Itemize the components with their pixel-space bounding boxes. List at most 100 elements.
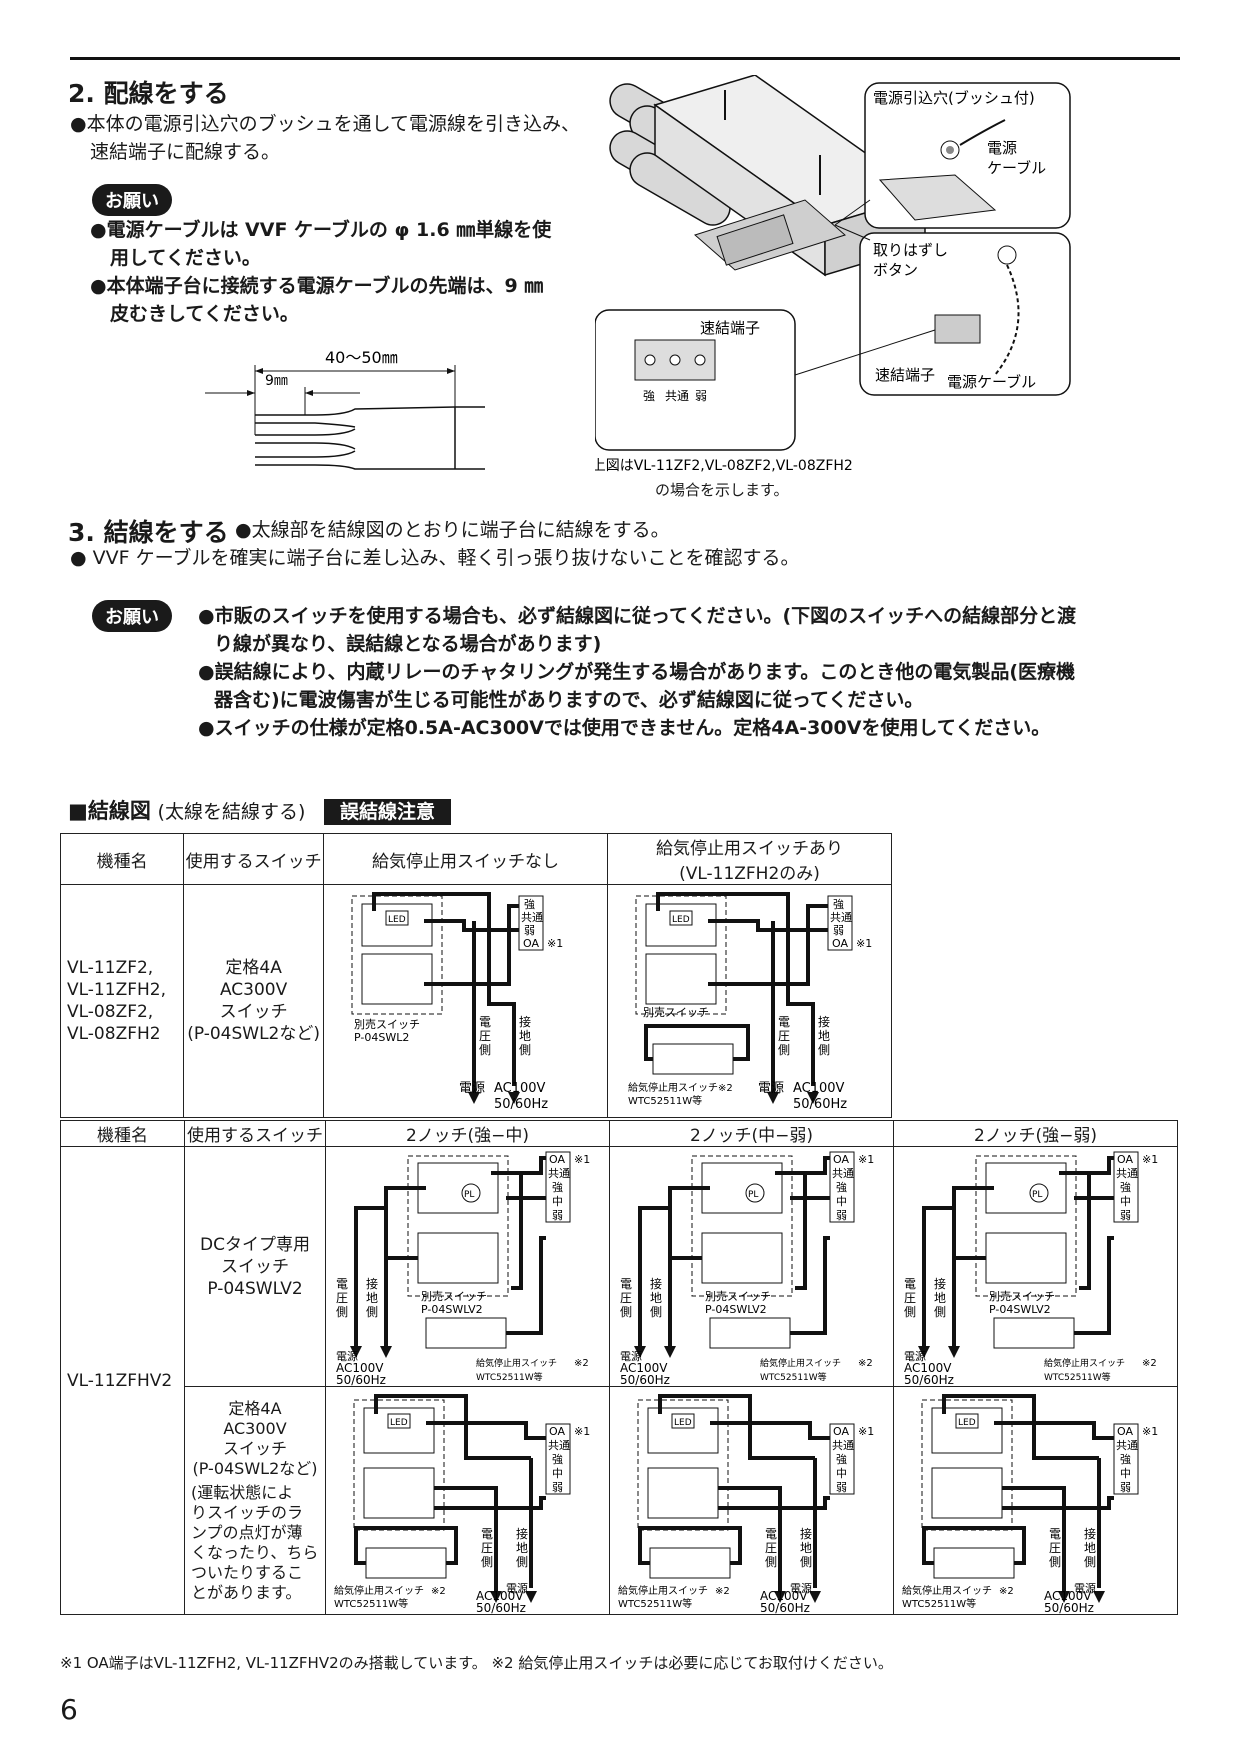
svg-text:共通: 共通 — [548, 1439, 570, 1452]
wiring-warning: 誤結線注意 — [324, 799, 452, 825]
figure-caption-line2: の場合を示します。 — [655, 481, 789, 499]
section3-bullet: ● VVF ケーブルを確実に端子台に差し込み、軽く引っ張り抜けないことを確認する… — [70, 547, 800, 569]
svg-text:圧: 圧 — [481, 1541, 493, 1555]
svg-text:接: 接 — [366, 1276, 378, 1291]
callout-cable: 電源ケーブル — [947, 373, 1036, 391]
page-number: 6 — [60, 1693, 78, 1726]
svg-text:電: 電 — [1049, 1527, 1061, 1541]
svg-text:AC100V: AC100V — [793, 1081, 845, 1096]
t2-col-a: 2ノッチ(強−中) — [325, 1120, 610, 1147]
svg-text:側: 側 — [765, 1555, 777, 1569]
footnote: ※1 OA端子はVL-11ZFH2, VL-11ZFHV2のみ搭載しています。 … — [60, 1654, 893, 1672]
svg-text:側: 側 — [650, 1305, 662, 1319]
svg-text:中: 中 — [836, 1467, 847, 1480]
svg-text:側: 側 — [516, 1555, 528, 1569]
svg-text:P-04SWLV2: P-04SWLV2 — [705, 1303, 767, 1316]
svg-text:共通: 共通 — [832, 1439, 854, 1452]
note1-line2: 用してください。 — [110, 247, 261, 269]
svg-text:電: 電 — [778, 1015, 790, 1029]
n1-line1: ●市販のスイッチを使用する場合も、必ず結線図に従ってください。(下図のスイッチへ… — [198, 605, 1077, 627]
svg-text:共通: 共通 — [832, 1167, 854, 1180]
section3-title-note: ●太線部を結線図のとおりに端子台に結線をする。 — [235, 519, 670, 541]
svg-text:強: 強 — [1120, 1453, 1131, 1466]
svg-text:側: 側 — [519, 1043, 531, 1057]
svg-text:WTC52511W等: WTC52511W等 — [628, 1094, 702, 1107]
svg-text:共通: 共通 — [548, 1167, 570, 1180]
wiring-heading-sub: (太線を結線する) — [157, 801, 306, 823]
callout-terminal: 速結端子 — [875, 366, 935, 384]
svg-text:OA: OA — [1117, 1153, 1133, 1166]
top-rule — [70, 57, 1180, 60]
svg-text:給気停止用スイッチ: 給気停止用スイッチ — [902, 1584, 992, 1597]
svg-text:強: 強 — [643, 389, 655, 403]
svg-text:接: 接 — [519, 1014, 531, 1029]
svg-text:地: 地 — [516, 1541, 528, 1555]
svg-text:強: 強 — [1120, 1181, 1131, 1194]
svg-text:電源: 電源 — [987, 139, 1017, 157]
svg-text:弱: 弱 — [695, 389, 707, 403]
svg-text:側: 側 — [366, 1305, 378, 1319]
callout-bushing-title: 電源引込穴(ブッシュ付) — [873, 89, 1035, 107]
svg-text:給気停止用スイッチ: 給気停止用スイッチ — [760, 1357, 841, 1369]
svg-text:50/60Hz: 50/60Hz — [904, 1373, 954, 1386]
svg-text:圧: 圧 — [778, 1029, 790, 1043]
svg-text:側: 側 — [1049, 1555, 1061, 1569]
svg-text:側: 側 — [620, 1305, 632, 1319]
svg-text:PL: PL — [1032, 1190, 1042, 1200]
n2-line2: 器含む)に電波傷害が生じる可能性がありますので、必ず結線図に従ってください。 — [214, 689, 924, 711]
svg-text:側: 側 — [1084, 1555, 1096, 1569]
svg-text:接: 接 — [934, 1276, 946, 1291]
t2-diagram-1c: PL OA 共通 強 中 弱 ※1 別売スイッチ P-04SWLV2 電圧側 接… — [893, 1146, 1178, 1387]
svg-text:側: 側 — [818, 1043, 830, 1057]
svg-text:OA: OA — [549, 1425, 565, 1438]
svg-text:ケーブル: ケーブル — [987, 159, 1046, 177]
svg-text:LED: LED — [390, 1418, 408, 1428]
svg-text:圧: 圧 — [479, 1029, 491, 1043]
svg-text:中: 中 — [1120, 1467, 1131, 1480]
wiring-diagram-dc-2: PL OA 共通 強 中 弱 ※1 別売スイッチ P-04SWLV2 電圧側 接… — [620, 1151, 874, 1386]
svg-text:50/60Hz: 50/60Hz — [336, 1373, 386, 1386]
svg-text:地: 地 — [1084, 1541, 1096, 1555]
svg-text:中: 中 — [552, 1467, 563, 1480]
wiring-heading: ■結線図 — [68, 799, 151, 823]
t1-col-switch: 使用するスイッチ — [183, 833, 324, 885]
wiring-diagram-dc-3: PL OA 共通 強 中 弱 ※1 別売スイッチ P-04SWLV2 電圧側 接… — [904, 1151, 1158, 1386]
svg-text:WTC52511W等: WTC52511W等 — [618, 1597, 692, 1610]
t2-col-c: 2ノッチ(強−弱) — [893, 1120, 1178, 1147]
svg-text:接: 接 — [818, 1014, 830, 1029]
svg-text:電源: 電源 — [758, 1081, 784, 1096]
svg-text:地: 地 — [800, 1541, 812, 1555]
svg-text:中: 中 — [1120, 1195, 1131, 1208]
svg-text:強: 強 — [836, 1453, 847, 1466]
svg-text:電源: 電源 — [459, 1081, 485, 1096]
svg-text:※1: ※1 — [1142, 1153, 1158, 1166]
svg-text:側: 側 — [481, 1555, 493, 1569]
svg-text:中: 中 — [552, 1195, 563, 1208]
svg-text:電源: 電源 — [506, 1581, 528, 1595]
svg-text:接: 接 — [1084, 1526, 1096, 1541]
svg-text:地: 地 — [818, 1029, 830, 1043]
svg-text:電源: 電源 — [336, 1349, 358, 1363]
t2-col-b: 2ノッチ(中−弱) — [609, 1120, 894, 1147]
svg-text:圧: 圧 — [620, 1291, 632, 1305]
svg-text:※1: ※1 — [574, 1153, 590, 1166]
t1-diagram-a: LED 強 共通 弱 OA ※1 別売スイッチ P — [322, 884, 608, 1118]
t2-diagram-1b: PL OA 共通 強 中 弱 ※1 別売スイッチ P-04SWLV2 電圧側 接… — [609, 1146, 894, 1387]
svg-text:WTC52511W等: WTC52511W等 — [476, 1371, 543, 1383]
svg-text:50/60Hz: 50/60Hz — [1044, 1601, 1094, 1614]
svg-text:電源: 電源 — [620, 1349, 642, 1363]
svg-text:※2: ※2 — [574, 1358, 589, 1369]
svg-text:※1: ※1 — [858, 1425, 874, 1438]
svg-text:別売スイッチ: 別売スイッチ — [989, 1290, 1055, 1303]
note2-line2: 皮むきしてください。 — [110, 303, 299, 325]
svg-text:AC100V: AC100V — [476, 1589, 524, 1603]
svg-text:別売スイッチ: 別売スイッチ — [705, 1290, 771, 1303]
svg-text:給気停止用スイッチ: 給気停止用スイッチ — [334, 1584, 424, 1597]
svg-text:弱: 弱 — [552, 1481, 563, 1494]
svg-text:50/60Hz: 50/60Hz — [620, 1373, 670, 1386]
svg-text:弱: 弱 — [836, 1209, 847, 1222]
svg-text:AC100V: AC100V — [620, 1361, 668, 1375]
svg-text:接: 接 — [650, 1276, 662, 1291]
svg-text:OA: OA — [549, 1153, 565, 1166]
